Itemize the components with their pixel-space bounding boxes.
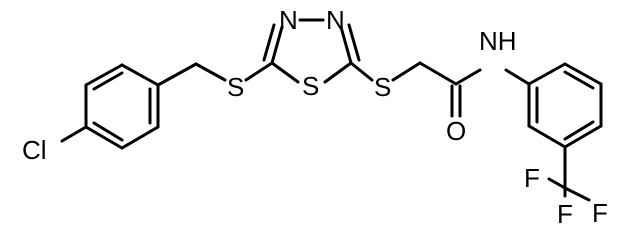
molecule-structure: Cl S N N S S NH O F F F <box>22 5 608 229</box>
bond <box>92 121 124 142</box>
atom-fluorine-bottom: F <box>557 199 573 229</box>
bond <box>84 63 124 87</box>
bond <box>323 61 353 84</box>
bond <box>120 63 160 87</box>
bond <box>156 62 198 87</box>
bond <box>349 61 374 82</box>
atom-nitrogen-left: N <box>279 5 298 35</box>
bond <box>563 124 603 149</box>
bond <box>84 125 124 150</box>
bond <box>262 23 276 62</box>
bond <box>194 62 227 82</box>
bond <box>527 124 567 149</box>
atom-fluorine-left: F <box>524 163 540 193</box>
bond <box>454 68 482 86</box>
atom-labels: Cl S N N S S NH O F F F <box>22 5 608 229</box>
atom-sulfur-left: S <box>227 72 244 102</box>
bond <box>527 62 567 86</box>
bond <box>339 25 353 65</box>
atom-fluorine-right: F <box>592 198 608 228</box>
bond <box>563 70 595 90</box>
bond-lines <box>60 18 603 202</box>
atom-sulfur-right: S <box>374 72 391 102</box>
atom-chlorine: Cl <box>22 135 47 165</box>
bond <box>418 61 458 86</box>
bond <box>504 68 531 86</box>
bond <box>270 61 300 84</box>
bond <box>270 25 284 65</box>
bond <box>563 186 591 202</box>
bond <box>120 125 160 150</box>
atom-oxygen: O <box>446 116 466 146</box>
bond <box>547 177 567 190</box>
bond <box>60 125 88 143</box>
bond <box>391 61 422 82</box>
bond <box>244 61 274 82</box>
bond <box>563 62 603 86</box>
bond <box>563 120 595 141</box>
atom-sulfur-ring: S <box>302 71 319 101</box>
bond <box>347 23 361 62</box>
atom-nh: NH <box>479 26 517 56</box>
atom-nitrogen-right: N <box>326 5 345 35</box>
bond <box>92 71 124 91</box>
